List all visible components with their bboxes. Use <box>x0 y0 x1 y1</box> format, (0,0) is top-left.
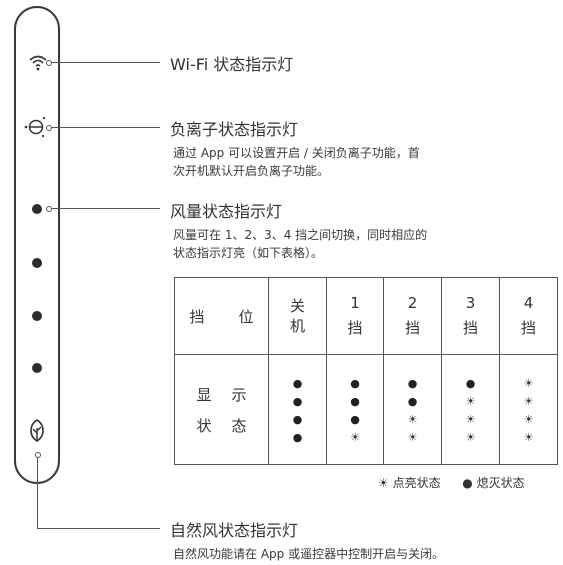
col-4-label-2: 挡 <box>520 319 536 337</box>
wifi-leader-line <box>52 62 160 63</box>
device-outline <box>14 6 60 484</box>
col-1-label-2: 挡 <box>347 319 363 337</box>
status-col-off: ● ● ● ● <box>268 354 327 465</box>
legend-lit-glyph: ☀ <box>378 476 389 490</box>
table-status-row: 显 示 状 态 ● ● ● ● ● ● ● ☀ ● ● ☀ ☀ ● ☀ ☀ ☀ ☀ ☀ ☀ ☀ <box>174 354 558 465</box>
lit-indicator-glyph: ☀ <box>465 431 476 444</box>
status-glyphs: ● ● ☀ ☀ <box>408 378 418 444</box>
col-1-label-1: 1 <box>350 294 360 312</box>
col-2-label-2: 挡 <box>404 319 420 337</box>
lit-indicator-glyph: ☀ <box>407 413 418 426</box>
col-3-label-1: 3 <box>465 294 476 312</box>
col-off-label-1: 关 <box>289 297 305 315</box>
fan-description-line-1: 风量可在 1、2、3、4 挡之间切换，同时相应的 <box>173 228 428 242</box>
off-indicator-glyph: ● <box>350 395 360 408</box>
status-label-cell: 显 示 状 态 <box>174 354 269 465</box>
fan-indicator-title: 风量状态指示灯 <box>170 202 283 221</box>
natural-leader-vertical <box>37 457 38 528</box>
lit-indicator-glyph: ☀ <box>523 377 534 390</box>
fan-connector-dot <box>46 206 52 212</box>
off-indicator-glyph: ● <box>407 377 418 390</box>
status-col-3: ● ☀ ☀ ☀ <box>441 354 500 465</box>
lit-indicator-glyph: ☀ <box>407 431 418 444</box>
corner-char-1: 挡 <box>189 307 205 326</box>
lit-indicator-glyph: ☀ <box>350 431 360 444</box>
corner-char-2: 位 <box>238 307 254 326</box>
lit-indicator-glyph: ☀ <box>523 413 534 426</box>
wifi-icon <box>29 55 47 71</box>
off-indicator-glyph: ● <box>350 377 360 390</box>
row-label-char-1: 显 <box>196 385 212 404</box>
status-col-4: ☀ ☀ ☀ ☀ <box>499 354 558 465</box>
ion-connector-dot <box>46 125 52 131</box>
status-glyphs: ● ● ● ● <box>293 378 303 444</box>
status-glyphs: ● ● ● ☀ <box>350 378 360 444</box>
legend: ☀ 点亮状态 ● 熄灭状态 <box>378 474 525 491</box>
natural-connector-dot <box>35 452 41 458</box>
col-3-label-2: 挡 <box>462 319 478 337</box>
ion-icon <box>24 116 46 138</box>
fan-led-1 <box>32 204 42 214</box>
lit-indicator-glyph: ☀ <box>523 395 534 408</box>
ion-leader-line <box>52 127 160 128</box>
off-indicator-glyph: ● <box>407 395 418 408</box>
row-label-char-3: 状 <box>196 416 212 435</box>
col-2-label-1: 2 <box>407 294 418 312</box>
off-indicator-glyph: ● <box>292 395 303 408</box>
ion-description-line-2: 次开机默认开启负离子功能。 <box>173 164 330 178</box>
off-indicator-glyph: ● <box>292 377 303 390</box>
legend-off-label: 熄灭状态 <box>476 476 525 490</box>
status-glyphs: ● ☀ ☀ ☀ <box>466 378 476 444</box>
off-indicator-glyph: ● <box>465 377 476 390</box>
lit-indicator-glyph: ☀ <box>465 413 476 426</box>
wifi-connector-dot <box>46 60 52 66</box>
natural-description: 自然风功能请在 App 或遥控器中控制开启与关闭。 <box>173 547 445 561</box>
row-label-char-2: 示 <box>231 385 247 404</box>
natural-indicator-title: 自然风状态指示灯 <box>170 521 299 540</box>
legend-off-glyph: ● <box>462 476 473 490</box>
lit-indicator-glyph: ☀ <box>465 395 476 408</box>
fan-description-line-2: 状态指示灯亮（如下表格）。 <box>173 246 324 260</box>
ion-indicator-title: 负离子状态指示灯 <box>170 120 299 139</box>
table-corner-cell: 挡 位 <box>174 277 269 355</box>
off-indicator-glyph: ● <box>350 413 360 426</box>
wifi-indicator-title: Wi-Fi 状态指示灯 <box>170 55 294 74</box>
fan-led-4 <box>32 363 42 373</box>
ion-description-line-1: 通过 App 可以设置开启 / 关闭负离子功能，首 <box>173 146 420 160</box>
fan-led-2 <box>32 258 42 268</box>
off-indicator-glyph: ● <box>292 431 303 444</box>
legend-lit-label: 点亮状态 <box>392 476 441 490</box>
off-indicator-glyph: ● <box>292 413 303 426</box>
row-label-char-4: 态 <box>231 416 247 435</box>
leaf-icon <box>30 419 44 442</box>
lit-indicator-glyph: ☀ <box>523 431 534 444</box>
fan-led-3 <box>32 311 42 321</box>
fan-leader-line <box>52 208 160 209</box>
status-col-1: ● ● ● ☀ <box>326 354 384 465</box>
status-glyphs: ☀ ☀ ☀ ☀ <box>524 378 534 444</box>
col-off-label-2: 机 <box>289 317 305 335</box>
status-col-2: ● ● ☀ ☀ <box>383 354 442 465</box>
col-4-label-1: 4 <box>523 294 534 312</box>
natural-leader-horizontal <box>37 528 160 529</box>
col-off: 关机 <box>268 277 327 355</box>
